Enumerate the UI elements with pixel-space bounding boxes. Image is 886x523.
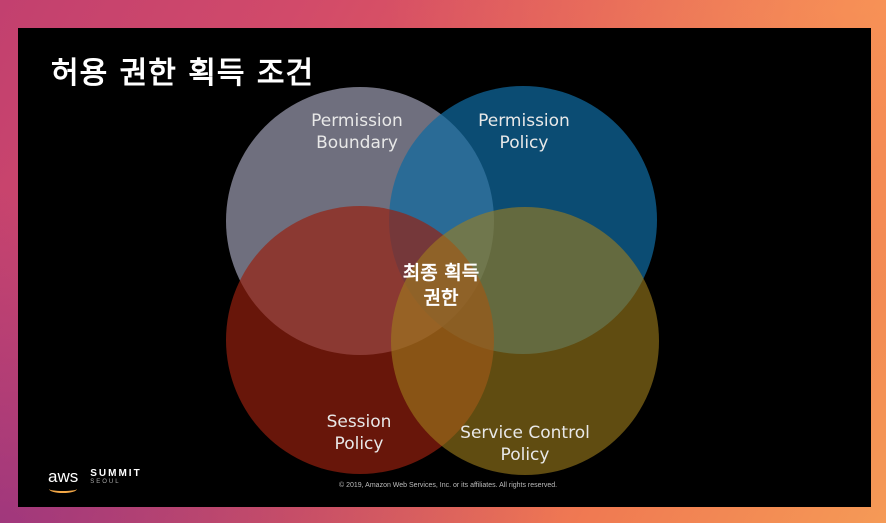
aws-smile-icon <box>49 485 77 493</box>
venn-diagram <box>226 86 659 475</box>
summit-block: SUMMIT SEOUL <box>90 468 141 485</box>
label-permission-boundary: Permission Boundary <box>311 111 403 153</box>
aws-logo-text: aws <box>48 468 78 493</box>
label-service-control-policy: Service Control Policy <box>460 423 590 465</box>
aws-summit-logo: aws SUMMIT SEOUL <box>48 468 142 493</box>
slide-title: 허용 권한 획득 조건 <box>51 56 315 91</box>
center-label: 최종 획득 권한 <box>402 262 480 309</box>
summit-text: SUMMIT <box>90 468 142 479</box>
slide: 허용 권한 획득 조건 Permission Boundary Permissi… <box>18 28 871 507</box>
circle-service-control-policy <box>391 207 659 475</box>
copyright-text: © 2019, Amazon Web Services, Inc. or its… <box>339 482 558 489</box>
seoul-text: SEOUL <box>90 479 121 485</box>
label-permission-policy: Permission Policy <box>478 111 570 153</box>
label-session-policy: Session Policy <box>326 412 392 454</box>
